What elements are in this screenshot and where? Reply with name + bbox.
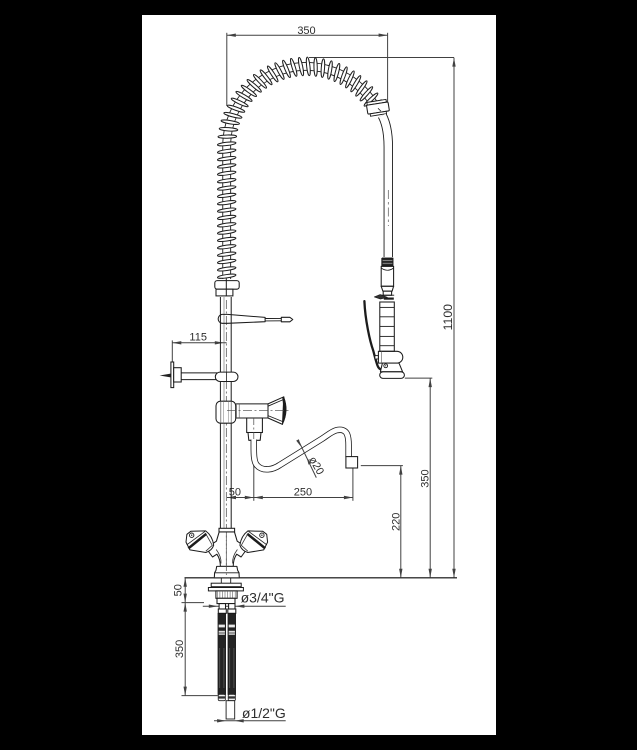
svg-text:220: 220 [391, 513, 403, 531]
svg-text:ø3/4"G: ø3/4"G [241, 589, 285, 605]
svg-text:350: 350 [174, 640, 186, 658]
svg-text:350: 350 [297, 25, 315, 37]
svg-text:50: 50 [173, 584, 185, 596]
svg-text:ø1/2"G: ø1/2"G [242, 705, 286, 721]
svg-text:50: 50 [229, 486, 241, 498]
svg-text:250: 250 [294, 486, 312, 498]
svg-text:115: 115 [189, 331, 207, 343]
svg-text:350: 350 [420, 469, 432, 487]
svg-text:1100: 1100 [441, 304, 455, 331]
